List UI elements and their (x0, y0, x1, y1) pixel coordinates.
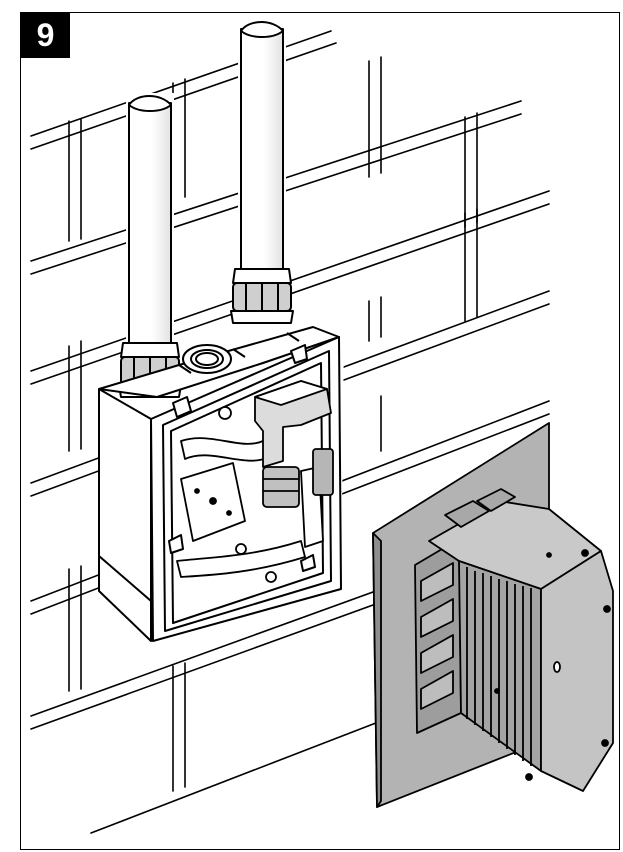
step-number-badge: 9 (21, 13, 70, 58)
pipe-right-icon (230, 21, 294, 324)
pipe-left-icon (118, 95, 182, 398)
installation-illustration (30, 19, 614, 834)
figure-frame: 9 (20, 12, 620, 850)
cover-unit-icon (372, 422, 614, 808)
valve-body-icon (176, 380, 334, 583)
